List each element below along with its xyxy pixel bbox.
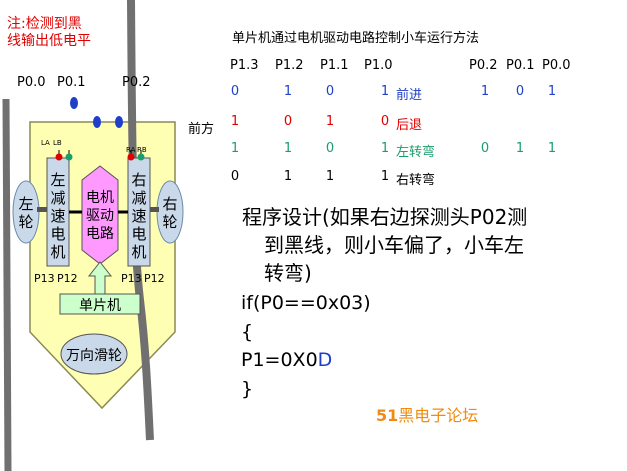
- table-cell-p12: 0: [283, 114, 293, 129]
- code-line-if: if(P0==0x03): [241, 292, 371, 314]
- table-title: 单片机通过电机驱动电路控制小车运行方法: [232, 31, 480, 46]
- pin-p13-right: P13: [121, 272, 142, 285]
- table-cell-p13: 0: [230, 169, 240, 184]
- left-axle: [37, 207, 48, 212]
- curved-track-line: [127, 0, 154, 441]
- brand-number: 51: [376, 406, 399, 425]
- sensor-p02: [115, 116, 123, 128]
- header-p02: P0.2: [469, 58, 498, 73]
- label-lb: LB: [53, 139, 62, 147]
- table-cell-p13: 1: [230, 141, 240, 156]
- label-rb: RB: [137, 146, 147, 154]
- header-p11: P1.1: [320, 58, 349, 73]
- pin-p12-left: P12: [57, 272, 78, 285]
- mcu-shape: [59, 293, 141, 315]
- table-cell-p10: 1: [380, 141, 390, 156]
- program-desc-line2: 到黑线，则小车偏了，小车左: [264, 233, 524, 257]
- header-p10: P1.0: [364, 58, 393, 73]
- table-cell-p12: 1: [283, 84, 293, 99]
- table-cell-p11: 1: [325, 169, 335, 184]
- table-cell-action: 左转弯: [396, 145, 436, 160]
- table-cell-p13: 0: [230, 84, 240, 99]
- code-assign-highlight: D: [317, 349, 333, 371]
- table-cell-p00: 1: [547, 84, 557, 99]
- code-assign-text: P1=0X0: [241, 349, 318, 371]
- table-cell-p12: 1: [283, 169, 293, 184]
- header-p00: P0.0: [542, 58, 571, 73]
- table-cell-p11: 0: [325, 84, 335, 99]
- pin-label-p00: P0.0: [17, 75, 46, 90]
- caster-label: 万向滑轮: [66, 348, 122, 364]
- right-axle: [148, 207, 159, 212]
- table-cell-p00: 1: [547, 141, 557, 156]
- led-rb: [137, 153, 145, 161]
- label-la: LA: [41, 139, 50, 147]
- left-track-line: [2, 98, 12, 471]
- table-cell-p13: 1: [230, 114, 240, 129]
- note-line1: 注:检测到黑: [7, 16, 82, 32]
- table-cell-p01: 1: [515, 141, 525, 156]
- caster-shape: [60, 333, 128, 375]
- label-ra: RA: [126, 146, 136, 154]
- table-cell-p11: 1: [325, 114, 335, 129]
- left-motor-label: 左减速电机: [50, 171, 66, 261]
- brand-text: 黑电子论坛: [398, 406, 479, 425]
- header-p13: P1.3: [230, 58, 259, 73]
- led-la: [55, 153, 63, 161]
- led-ra: [127, 153, 135, 161]
- mcu-label: 单片机: [79, 298, 121, 314]
- sensor-p01: [93, 116, 101, 128]
- sensor-p00: [70, 97, 78, 109]
- right-motor-label: 右减速电机: [131, 171, 147, 261]
- pin-p12-right: P12: [144, 272, 165, 285]
- left-wheel-label: 左轮: [18, 195, 34, 231]
- table-cell-p10: 0: [380, 114, 390, 129]
- program-desc-line3: 转弯): [264, 261, 312, 285]
- code-line-close-brace: }: [241, 378, 254, 400]
- table-cell-action: 后退: [396, 118, 423, 133]
- program-desc-line1: 程序设计(如果右边探测头P02测: [242, 205, 528, 229]
- right-wheel-label: 右轮: [162, 195, 178, 231]
- table-cell-p01: 0: [515, 84, 525, 99]
- table-cell-action: 前进: [396, 88, 423, 103]
- table-cell-p02: 0: [480, 141, 490, 156]
- table-cell-p12: 1: [283, 141, 293, 156]
- led-lb: [65, 153, 73, 161]
- code-line-assign: P1=0X0D: [241, 348, 332, 372]
- header-p12: P1.2: [275, 58, 304, 73]
- pin-label-p02: P0.2: [122, 75, 151, 90]
- driver-label: 电机驱动电路: [86, 190, 114, 242]
- table-cell-action: 右转弯: [396, 173, 436, 188]
- note-line2: 线输出低电平: [7, 33, 91, 49]
- table-cell-p02: 1: [480, 84, 490, 99]
- table-cell-p10: 1: [380, 84, 390, 99]
- header-p01: P0.1: [506, 58, 535, 73]
- code-line-open-brace: {: [241, 321, 254, 343]
- pin-p13-left: P13: [34, 272, 55, 285]
- pin-label-p01: P0.1: [57, 75, 86, 90]
- brand-watermark: 51黑电子论坛: [376, 402, 478, 426]
- forward-label: 前方: [188, 122, 215, 137]
- table-cell-p11: 0: [325, 141, 335, 156]
- table-cell-p10: 1: [380, 169, 390, 184]
